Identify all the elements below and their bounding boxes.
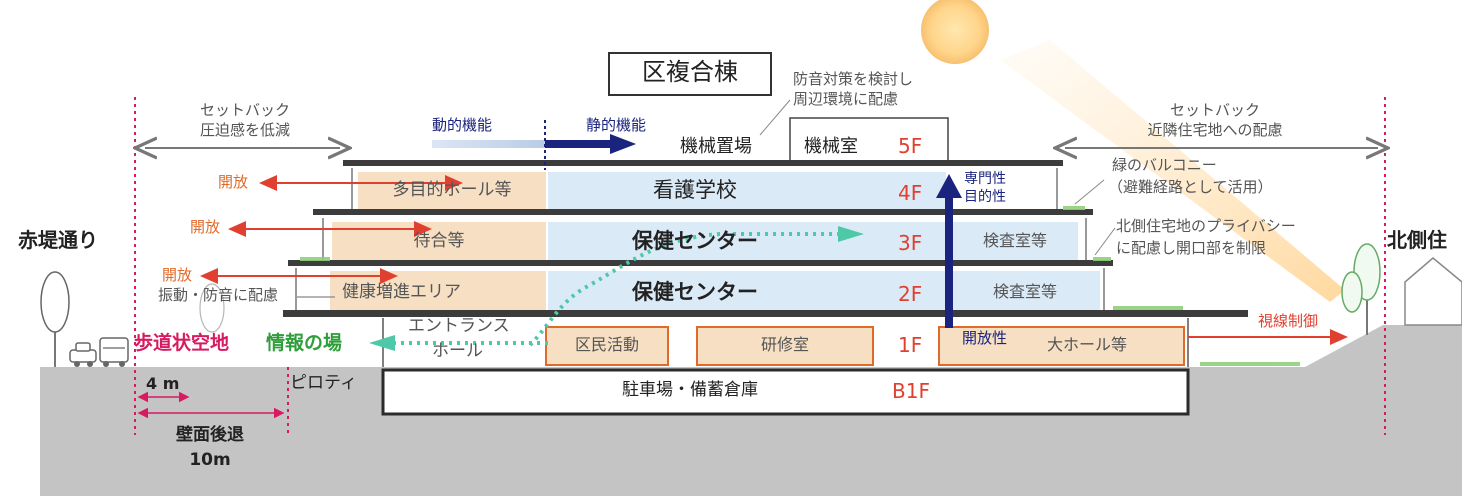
sidewalk-label: 歩道状空地 [134,332,230,354]
f3-right-label: 検査室等 [982,231,1047,250]
setback-right-line1: セットバック [1169,101,1260,119]
setback-right-line2: 近隣住宅地への配慮 [1147,121,1283,139]
green-balcony-strips [300,206,1300,366]
room-kenshu [696,326,874,366]
circulation-path [528,232,840,347]
f4-center-label: 看護学校 [653,178,737,202]
f2-floor-label: 2F [898,282,923,306]
wall-setback-line2: 10m [189,450,231,470]
street-left-label: 赤堤通り [18,228,98,252]
tree-icon [199,283,225,333]
f5-left-label: 機械置場 [680,136,752,157]
dimension-4m: 4 m [146,374,180,393]
f5-floor-label: 5F [898,134,923,158]
setback-left-line1: セットバック [199,101,290,119]
specialty-line2: 目的性 [964,189,1006,205]
room-kumin [545,326,669,366]
f2-center-label: 保健センター [632,280,758,304]
open-label-4f: 開放 [218,173,249,191]
vibration-note: 振動・防音に配慮 [158,286,279,304]
f2-left-label: 健康増進エリア [342,282,461,302]
house-icon [1404,257,1462,326]
building-title-box [608,52,772,96]
openness-label: 開放性 [962,329,1008,347]
street-right-label: 北側住 [1387,228,1447,252]
function-arrow [432,134,636,154]
f1-room3-label: 大ホール等 [1047,335,1128,354]
tree-icon [40,271,70,367]
f2-right-label: 検査室等 [992,282,1057,301]
sun-icon [921,0,1345,302]
basement-b1 [381,368,1190,416]
f1-entrance-line1: エントランス [408,316,510,336]
tree-icon [1341,243,1381,335]
noise-note-line1: 防音対策を検討し [793,70,914,88]
info-place-label: 情報の場 [266,332,343,354]
wall-setback-line1: 壁面後退 [176,425,244,445]
open-label-2f: 開放 [162,266,193,284]
building-title: 区複合棟 [642,58,738,86]
floor-slabs [283,160,1248,317]
f3-center-label: 保健センター [632,229,758,253]
b1-floor-label: B1F [892,379,930,403]
bus-icon [99,337,129,367]
floor-5-machine-room [789,117,949,163]
noise-note-line2: 周辺環境に配慮 [793,90,899,108]
f3-left-label: 待合等 [413,231,465,251]
privacy-note-line2: に配慮し開口部を制限 [1116,239,1267,257]
car-icon [69,342,97,367]
b1-center-label: 駐車場・備蓄倉庫 [622,380,758,400]
green-balcony-line1: 緑のバルコニー [1112,156,1217,174]
static-function-label: 静的機能 [586,116,647,134]
sight-control-label: 視線制御 [1258,312,1319,330]
room-hall [938,326,1185,366]
f1-entrance-line2: ホール [432,341,483,361]
f1-floor-label: 1F [898,333,923,357]
f4-floor-label: 4F [898,181,923,205]
f4-left-label: 多目的ホール等 [392,180,512,200]
green-balcony-line2: （避難経路として活用） [1108,178,1273,196]
f3-floor-label: 3F [898,231,923,255]
open-label-3f: 開放 [190,218,221,236]
f5-center-label: 機械室 [804,136,858,157]
specialty-line1: 専門性 [964,171,1006,187]
f1-room2-label: 研修室 [760,335,809,354]
dynamic-function-label: 動的機能 [432,116,493,134]
piloti-label: ピロティ [290,373,357,393]
f1-room1-label: 区民活動 [574,335,639,354]
privacy-note-line1: 北側住宅地のプライバシー [1116,217,1296,235]
setback-left-line2: 圧迫感を低減 [199,121,290,139]
